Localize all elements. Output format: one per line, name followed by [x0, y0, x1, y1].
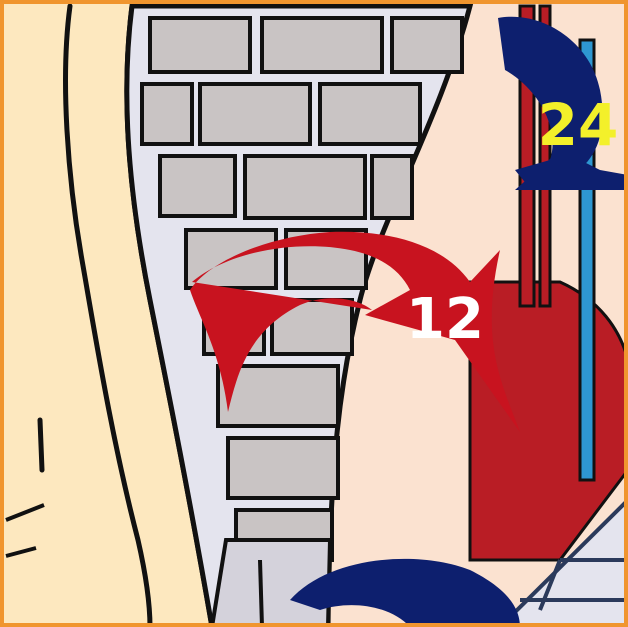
number-12: 12: [406, 287, 484, 352]
number-24: 24: [538, 91, 619, 159]
